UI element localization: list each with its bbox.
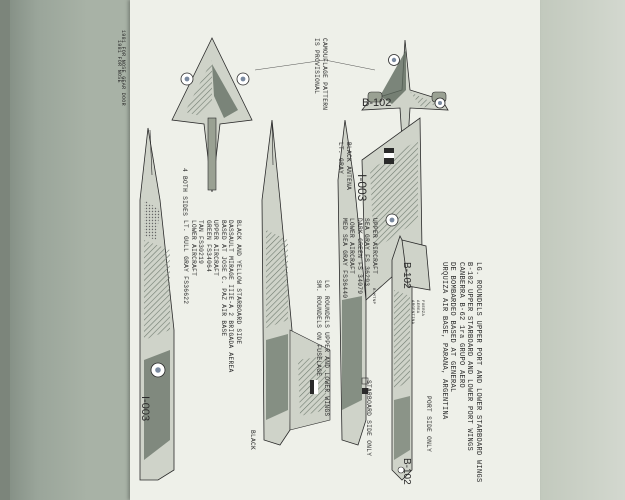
roundel-note: LG. ROUNDELS UPPER AND LOWER WINGS SM. R… [315,280,331,417]
leader-line [254,59,326,71]
decal-instruction-sheet: B-102 [116,0,540,500]
canberra-top-view [361,39,449,147]
black-label: BLACK [249,430,256,451]
canberra-colors: UPPER AIRCRAFT SEA GRAY FS 36293 DARK GR… [341,218,378,299]
nose-note: 1981 FOR NOSE [116,40,122,83]
canberra-description: LG. ROUNDELS UPPER PORT AND LOWER STARBO… [440,262,482,483]
canberra-side-serial: B-102 [401,262,412,289]
mirage-side-view-center [261,119,331,446]
mirage-side-view-left [139,127,175,481]
fin-labels: FUERZA AEREA ARGENTINA [410,300,424,325]
canberra-nose-serial: B-102 [401,458,412,485]
mirage-top-view [171,37,253,193]
camouflage-note: CAMOUFLAGE PATTERN IS PROVISIONAL [313,38,329,111]
canberra-side-view [391,234,431,481]
port-only-note: PORT SIDE ONLY [425,396,432,453]
page-edge-shadow [0,0,10,500]
mirage-side-serial: I-003 [139,396,151,421]
b-marking: B-MTNP [371,288,375,305]
mirage-description: BLACK AND YELLOW STARBOARD SIDE DASSAULT… [182,220,243,373]
leader-line [324,59,376,71]
underlying-page-edge [540,0,625,500]
aircraft-drawings: B-102 [139,37,449,485]
mirage-top-serial: I-003 [355,174,369,202]
key-box-filled-icon [362,388,368,394]
canberra-top-serial: B-102 [362,97,391,109]
both-sides-note: 4 BOTH SIDES [181,168,188,217]
key-box-icon [361,377,369,385]
starboard-only-note: STARBOARD SIDE ONLY [365,380,372,457]
antenna-note: BLACK ANTENA LT. GRAY [337,142,353,191]
